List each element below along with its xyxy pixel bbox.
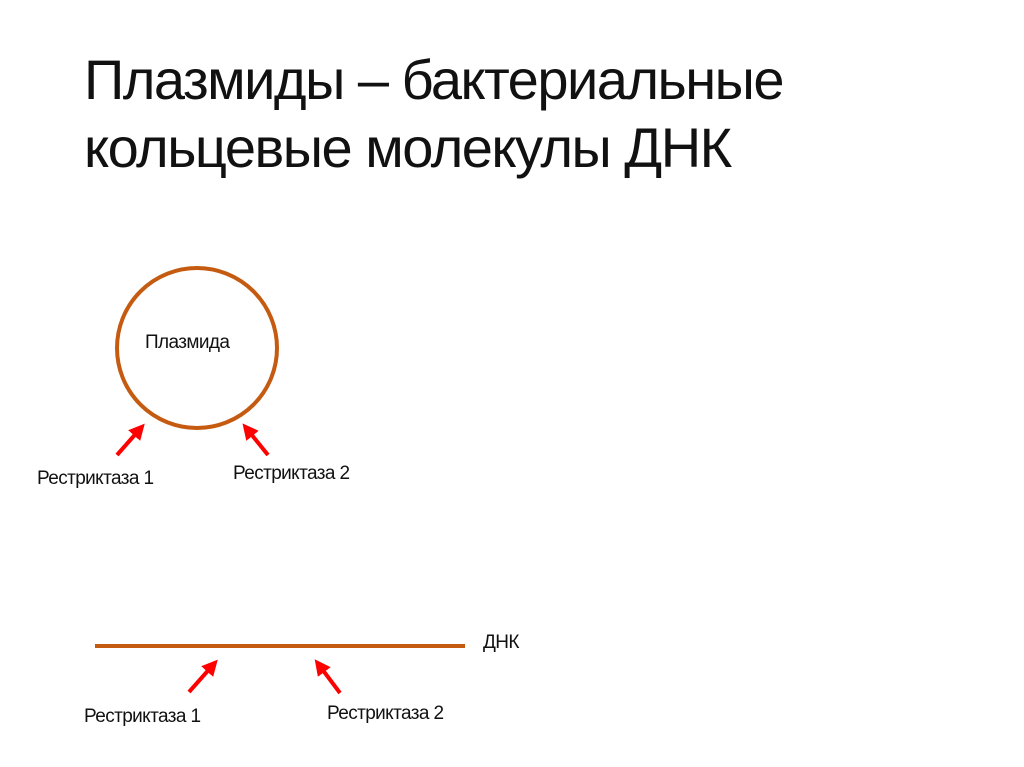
dna-restrictase-1-label: Рестриктаза 1 xyxy=(84,706,201,727)
plasmid-restrictase-2-label: Рестриктаза 2 xyxy=(233,463,350,484)
plasmid-ring xyxy=(115,266,279,430)
slide-title: Плазмиды – бактериальные кольцевые молек… xyxy=(84,46,984,182)
plasmid-restriction-arrow-1 xyxy=(115,423,145,457)
plasmid-restrictase-1-label: Рестриктаза 1 xyxy=(37,468,154,489)
slide-title-line-2: кольцевые молекулы ДНК xyxy=(84,116,732,179)
dna-restrictase-2-label: Рестриктаза 2 xyxy=(327,703,444,724)
dna-restriction-arrow-2 xyxy=(314,659,342,695)
plasmid-restriction-arrow-2 xyxy=(242,423,270,457)
slide-title-line-1: Плазмиды – бактериальные xyxy=(84,48,785,111)
plasmid-label: Плазмида xyxy=(145,332,230,353)
dna-restriction-arrow-1 xyxy=(187,659,218,694)
dna-label: ДНК xyxy=(483,632,519,653)
